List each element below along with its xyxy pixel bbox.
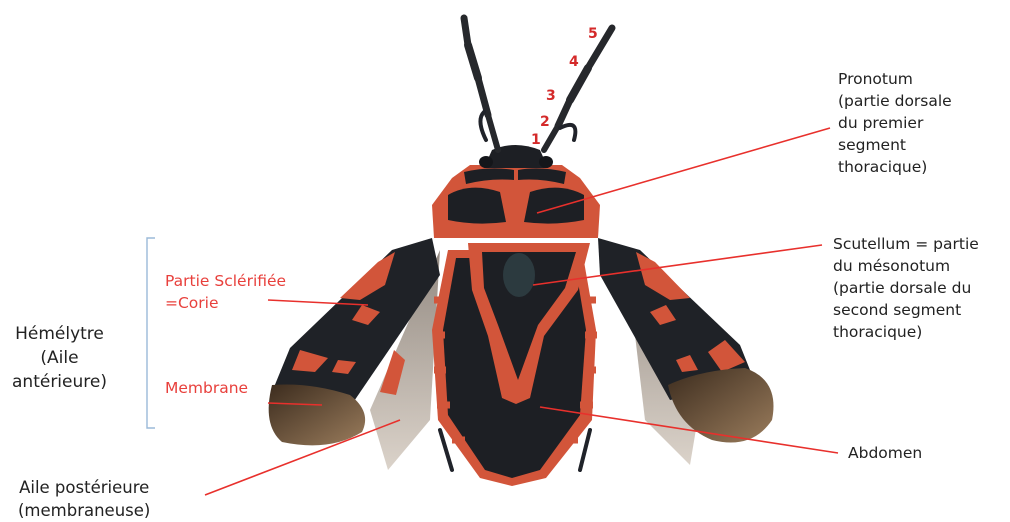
label-hemelytre: Hémélytre (Aile antérieure) <box>12 322 107 394</box>
label-corie: Partie Sclérifiée =Corie <box>165 270 286 314</box>
antenna-segment-1: 1 <box>531 133 541 147</box>
label-abdomen: Abdomen <box>848 442 922 464</box>
antenna-segment-3: 3 <box>546 89 556 103</box>
leader-line-pronotum <box>537 128 830 213</box>
hemelytre-bracket <box>147 238 155 428</box>
antenna-segment-2: 2 <box>540 115 550 129</box>
label-scutellum: Scutellum = partie du mésonotum (partie … <box>833 233 979 343</box>
label-aile-posterieure: Aile postérieure (membraneuse) <box>18 476 150 522</box>
antenna-segment-4: 4 <box>569 55 579 69</box>
antenna-segment-5: 5 <box>588 27 598 41</box>
label-membrane: Membrane <box>165 377 248 399</box>
label-pronotum: Pronotum (partie dorsale du premier segm… <box>838 68 952 178</box>
